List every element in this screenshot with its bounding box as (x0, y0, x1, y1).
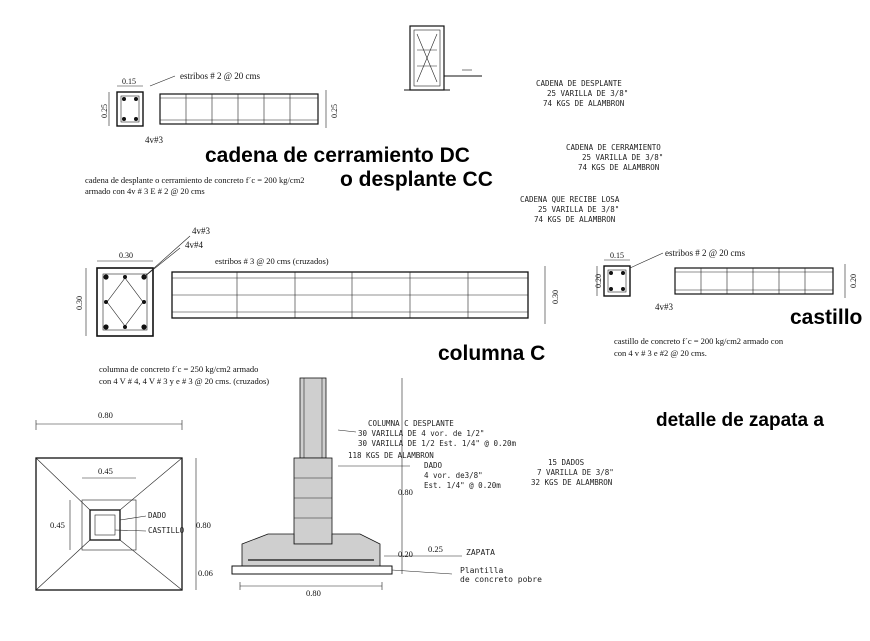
footing-title: detalle de zapata a (656, 410, 824, 431)
castillo-dim-020-left: 0.20 (594, 274, 603, 288)
dado-note-2: 4 vor. de3/8" (424, 471, 483, 480)
footing-section (231, 377, 462, 590)
label-plantilla-2: de concreto pobre (460, 575, 542, 584)
columna-dim-030-left: 0.30 (75, 296, 84, 310)
cadena-spec-line1: cadena de desplante o cerramiento de con… (85, 175, 305, 185)
label-zapata: ZAPATA (466, 548, 495, 557)
cadena-stirrup-label: estribos # 2 @ 20 cms (180, 71, 261, 81)
dado-note-1: DADO (424, 461, 443, 470)
dados-qty-3: 32 KGS DE ALAMBRON (531, 478, 612, 487)
plan-dim-inner-top: 0.45 (98, 466, 113, 476)
columna-rebar-4v4: 4v#4 (185, 240, 204, 250)
col-note-3: 30 VARILLA DE 1/2 Est. 1/4" @ 0.20m (358, 439, 517, 448)
qty-desplante-1: CADENA DE DESPLANTE (536, 79, 622, 88)
qty-cerramiento-1: CADENA DE CERRAMIENTO (566, 143, 661, 152)
qty-desplante-2: 25 VARILLA DE 3/8" (547, 89, 628, 98)
qty-desplante-3: 74 KGS DE ALAMBRON (543, 99, 624, 108)
section-dim-020: 0.20 (398, 549, 413, 559)
castillo-spec-line2: con 4 v # 3 e #2 @ 20 cms. (614, 348, 707, 358)
castillo-elevation (674, 264, 846, 298)
columna-dim-030-top: 0.30 (119, 251, 133, 260)
cadena-dim-025-left: 0.25 (100, 104, 109, 118)
dados-qty-2: 7 VARILLA DE 3/8" (537, 468, 614, 477)
section-dim-080: 0.80 (398, 487, 413, 497)
plan-dim-inner-left: 0.45 (50, 520, 65, 530)
plan-label-castillo: CASTILLO (148, 526, 185, 535)
qty-losa-3: 74 KGS DE ALAMBRON (534, 215, 615, 224)
qty-cerramiento-3: 74 KGS DE ALAMBRON (578, 163, 659, 172)
cadena-elevation (149, 75, 327, 128)
cadena-dim-015: 0.15 (122, 77, 136, 86)
qty-losa-2: 25 VARILLA DE 3/8" (538, 205, 619, 214)
castillo-title: castillo (790, 306, 862, 329)
cadena-spec-line2: armado con 4v # 3 E # 2 @ 20 cms (85, 186, 205, 196)
footing-plan (35, 420, 197, 591)
columna-stirrup-label: estribos # 3 @ 20 cms (cruzados) (215, 256, 329, 266)
qty-losa-1: CADENA QUE RECIBE LOSA (520, 195, 620, 204)
col-note-1: COLUMNA C DESPLANTE (368, 419, 454, 428)
cadena-title-line2: o desplante CC (340, 168, 493, 191)
castillo-stirrup-label: estribos # 2 @ 20 cms (665, 248, 746, 258)
plan-dim-right: 0.80 (196, 520, 211, 530)
castillo-rebar-label: 4v#3 (655, 302, 674, 312)
label-plantilla-1: Plantilla (460, 566, 504, 575)
cadena-title-line1: cadena de cerramiento DC (205, 144, 470, 167)
columna-rebar-4v3: 4v#3 (192, 226, 211, 236)
plan-dim-top: 0.80 (98, 410, 113, 420)
columna-spec-line1: columna de concreto f´c = 250 kg/cm2 arm… (99, 364, 258, 374)
castillo-spec-line1: castillo de concreto f´c = 200 kg/cm2 ar… (614, 336, 784, 346)
columna-title: columna C (438, 342, 545, 365)
section-dim-bottom: 0.80 (306, 588, 321, 598)
column-notes: COLUMNA C DESPLANTE 30 VARILLA DE 4 vor.… (348, 419, 614, 490)
cadena-section (108, 85, 144, 127)
columna-section (85, 235, 191, 337)
castillo-dim-015: 0.15 (610, 251, 624, 260)
castillo-dim-020-right: 0.20 (849, 274, 858, 288)
columna-elevation (171, 266, 546, 324)
plan-label-dado: DADO (148, 511, 167, 520)
cadena-rebar-label: 4v#3 (145, 135, 164, 145)
columna-spec-line2: con 4 V # 4, 4 V # 3 y e # 3 @ 20 cms. (… (99, 376, 269, 386)
cadena-dim-025-right: 0.25 (330, 104, 339, 118)
col-note-4: 118 KGS DE ALAMBRON (348, 451, 434, 460)
top-elevation-detail (404, 25, 482, 91)
columna-dim-030-right: 0.30 (551, 290, 560, 304)
section-dim-006: 0.06 (198, 568, 213, 578)
dados-qty-1: 15 DADOS (548, 458, 585, 467)
quantity-notes: CADENA DE DESPLANTE 25 VARILLA DE 3/8" 7… (520, 79, 663, 224)
section-dim-025: 0.25 (428, 544, 443, 554)
col-note-2: 30 VARILLA DE 4 vor. de 1/2" (358, 429, 484, 438)
qty-cerramiento-2: 25 VARILLA DE 3/8" (582, 153, 663, 162)
castillo-section (596, 252, 664, 297)
dado-note-3: Est. 1/4" @ 0.20m (424, 481, 501, 490)
